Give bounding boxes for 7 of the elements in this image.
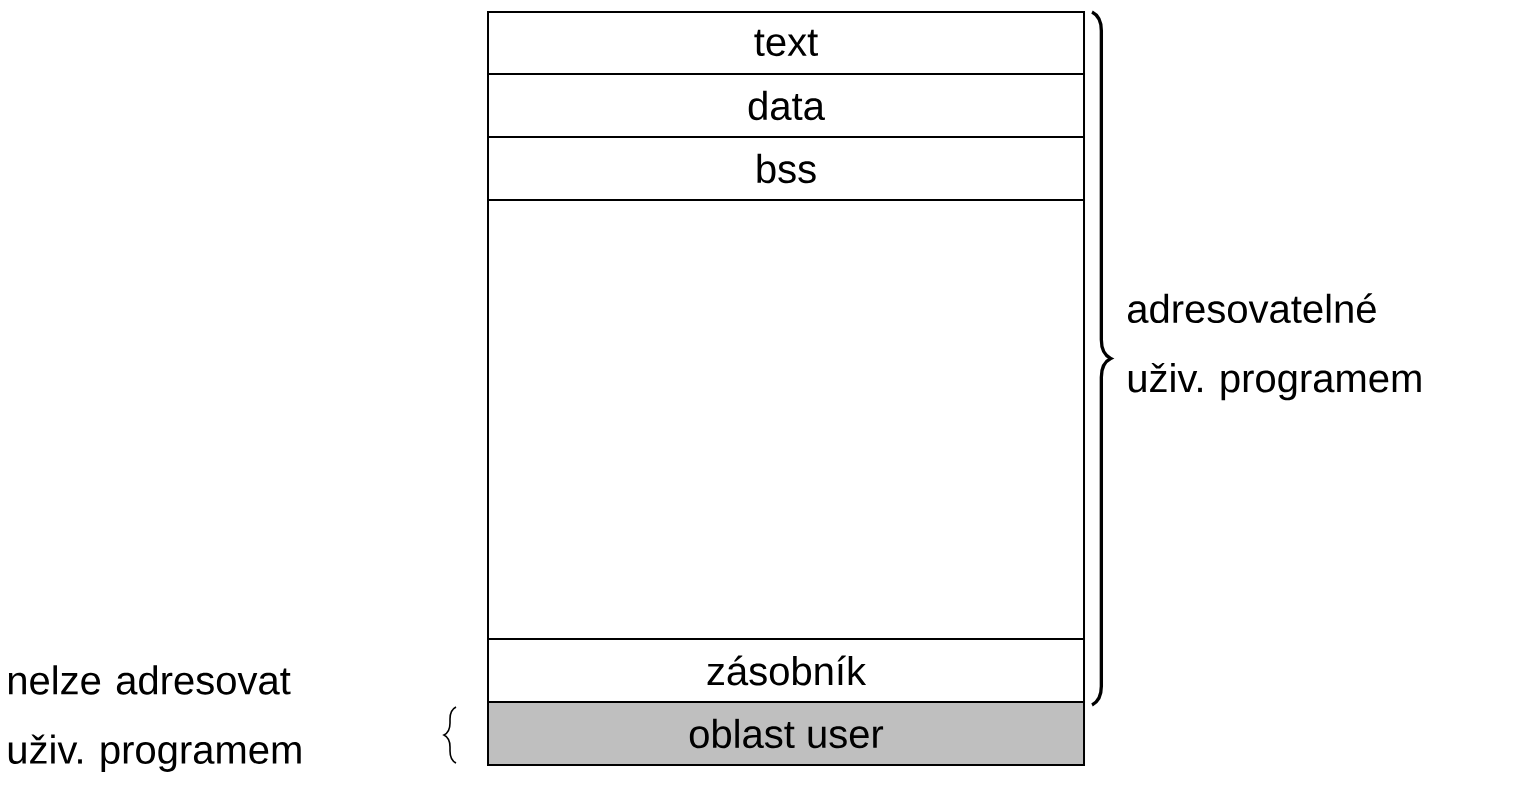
memory-segment: oblast user [487,701,1085,766]
memory-segment: data [487,73,1085,138]
memory-segment: bss [487,136,1085,201]
memory-segment: zásobník [487,638,1085,703]
memory-segment: text [487,11,1085,75]
side-label: adresovatelné uživ. programem [1127,293,1421,401]
side-label: nelze adresovat uživ. programem [8,665,301,772]
